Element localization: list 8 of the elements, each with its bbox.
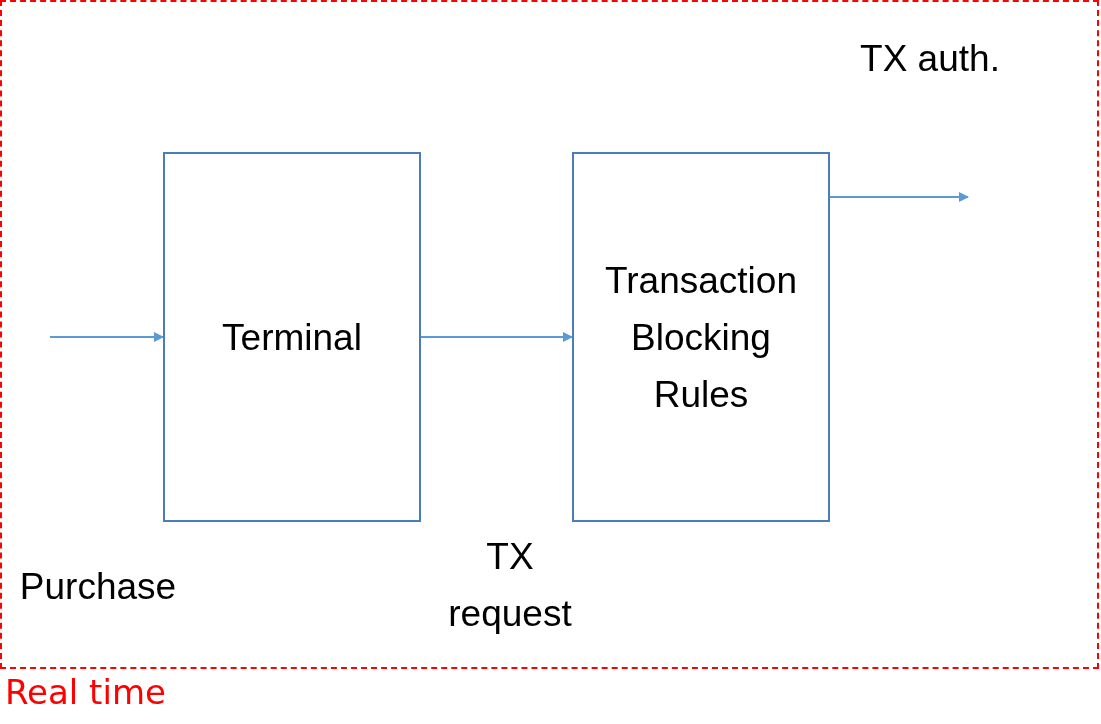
box-label: Terminal <box>221 315 363 360</box>
arrow <box>420 332 573 342</box>
box-label: Transaction Blocking Rules <box>604 258 798 417</box>
process-box <box>163 152 421 522</box>
process-box <box>572 152 830 522</box>
arrow <box>49 332 164 342</box>
arrow <box>829 192 969 202</box>
region-label: Real time <box>5 675 166 709</box>
